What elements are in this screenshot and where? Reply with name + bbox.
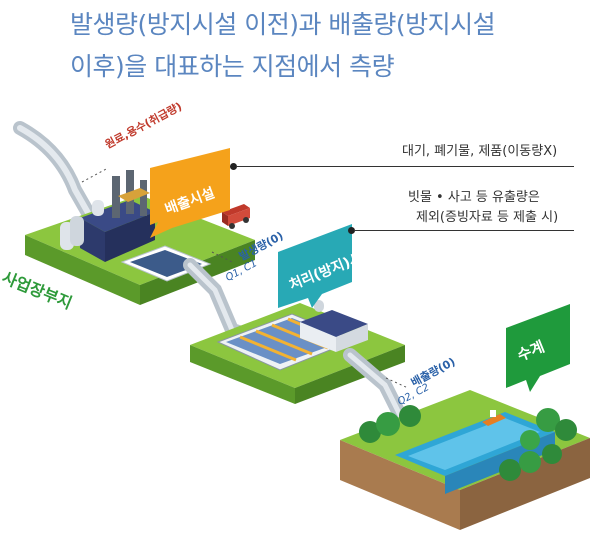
top-note-line bbox=[236, 166, 574, 167]
truck-icon bbox=[222, 204, 250, 229]
title-line-2: 이후)을 대표하는 지점에서 측량 bbox=[70, 52, 395, 81]
generation-leader bbox=[211, 251, 233, 263]
top-note-dot bbox=[230, 163, 237, 170]
raw-material-leader bbox=[81, 167, 109, 183]
bottom-note-line bbox=[354, 230, 574, 231]
boat-icon bbox=[482, 410, 506, 426]
bottom-note-dot bbox=[348, 227, 355, 234]
discharge-leader bbox=[385, 377, 409, 389]
bottom-note-line-2: 제외(증빙자료 등 제출 시) bbox=[416, 210, 559, 225]
bottom-note-line-1: 빗물 • 사고 등 유출량은 bbox=[408, 190, 540, 205]
inlet-pipe bbox=[13, 121, 102, 232]
title-line-1: 발생량(방지시설 이전)과 배출량(방지시설 bbox=[70, 10, 496, 39]
water-body-callout-box bbox=[506, 304, 570, 392]
emission-facility-callout-box bbox=[150, 148, 230, 238]
top-note: 대기, 폐기물, 제품(이동량X) bbox=[402, 144, 558, 159]
treatment-building bbox=[300, 300, 368, 352]
trees bbox=[359, 405, 577, 481]
treatment-callout-box bbox=[278, 224, 352, 308]
factory-building bbox=[60, 170, 155, 262]
